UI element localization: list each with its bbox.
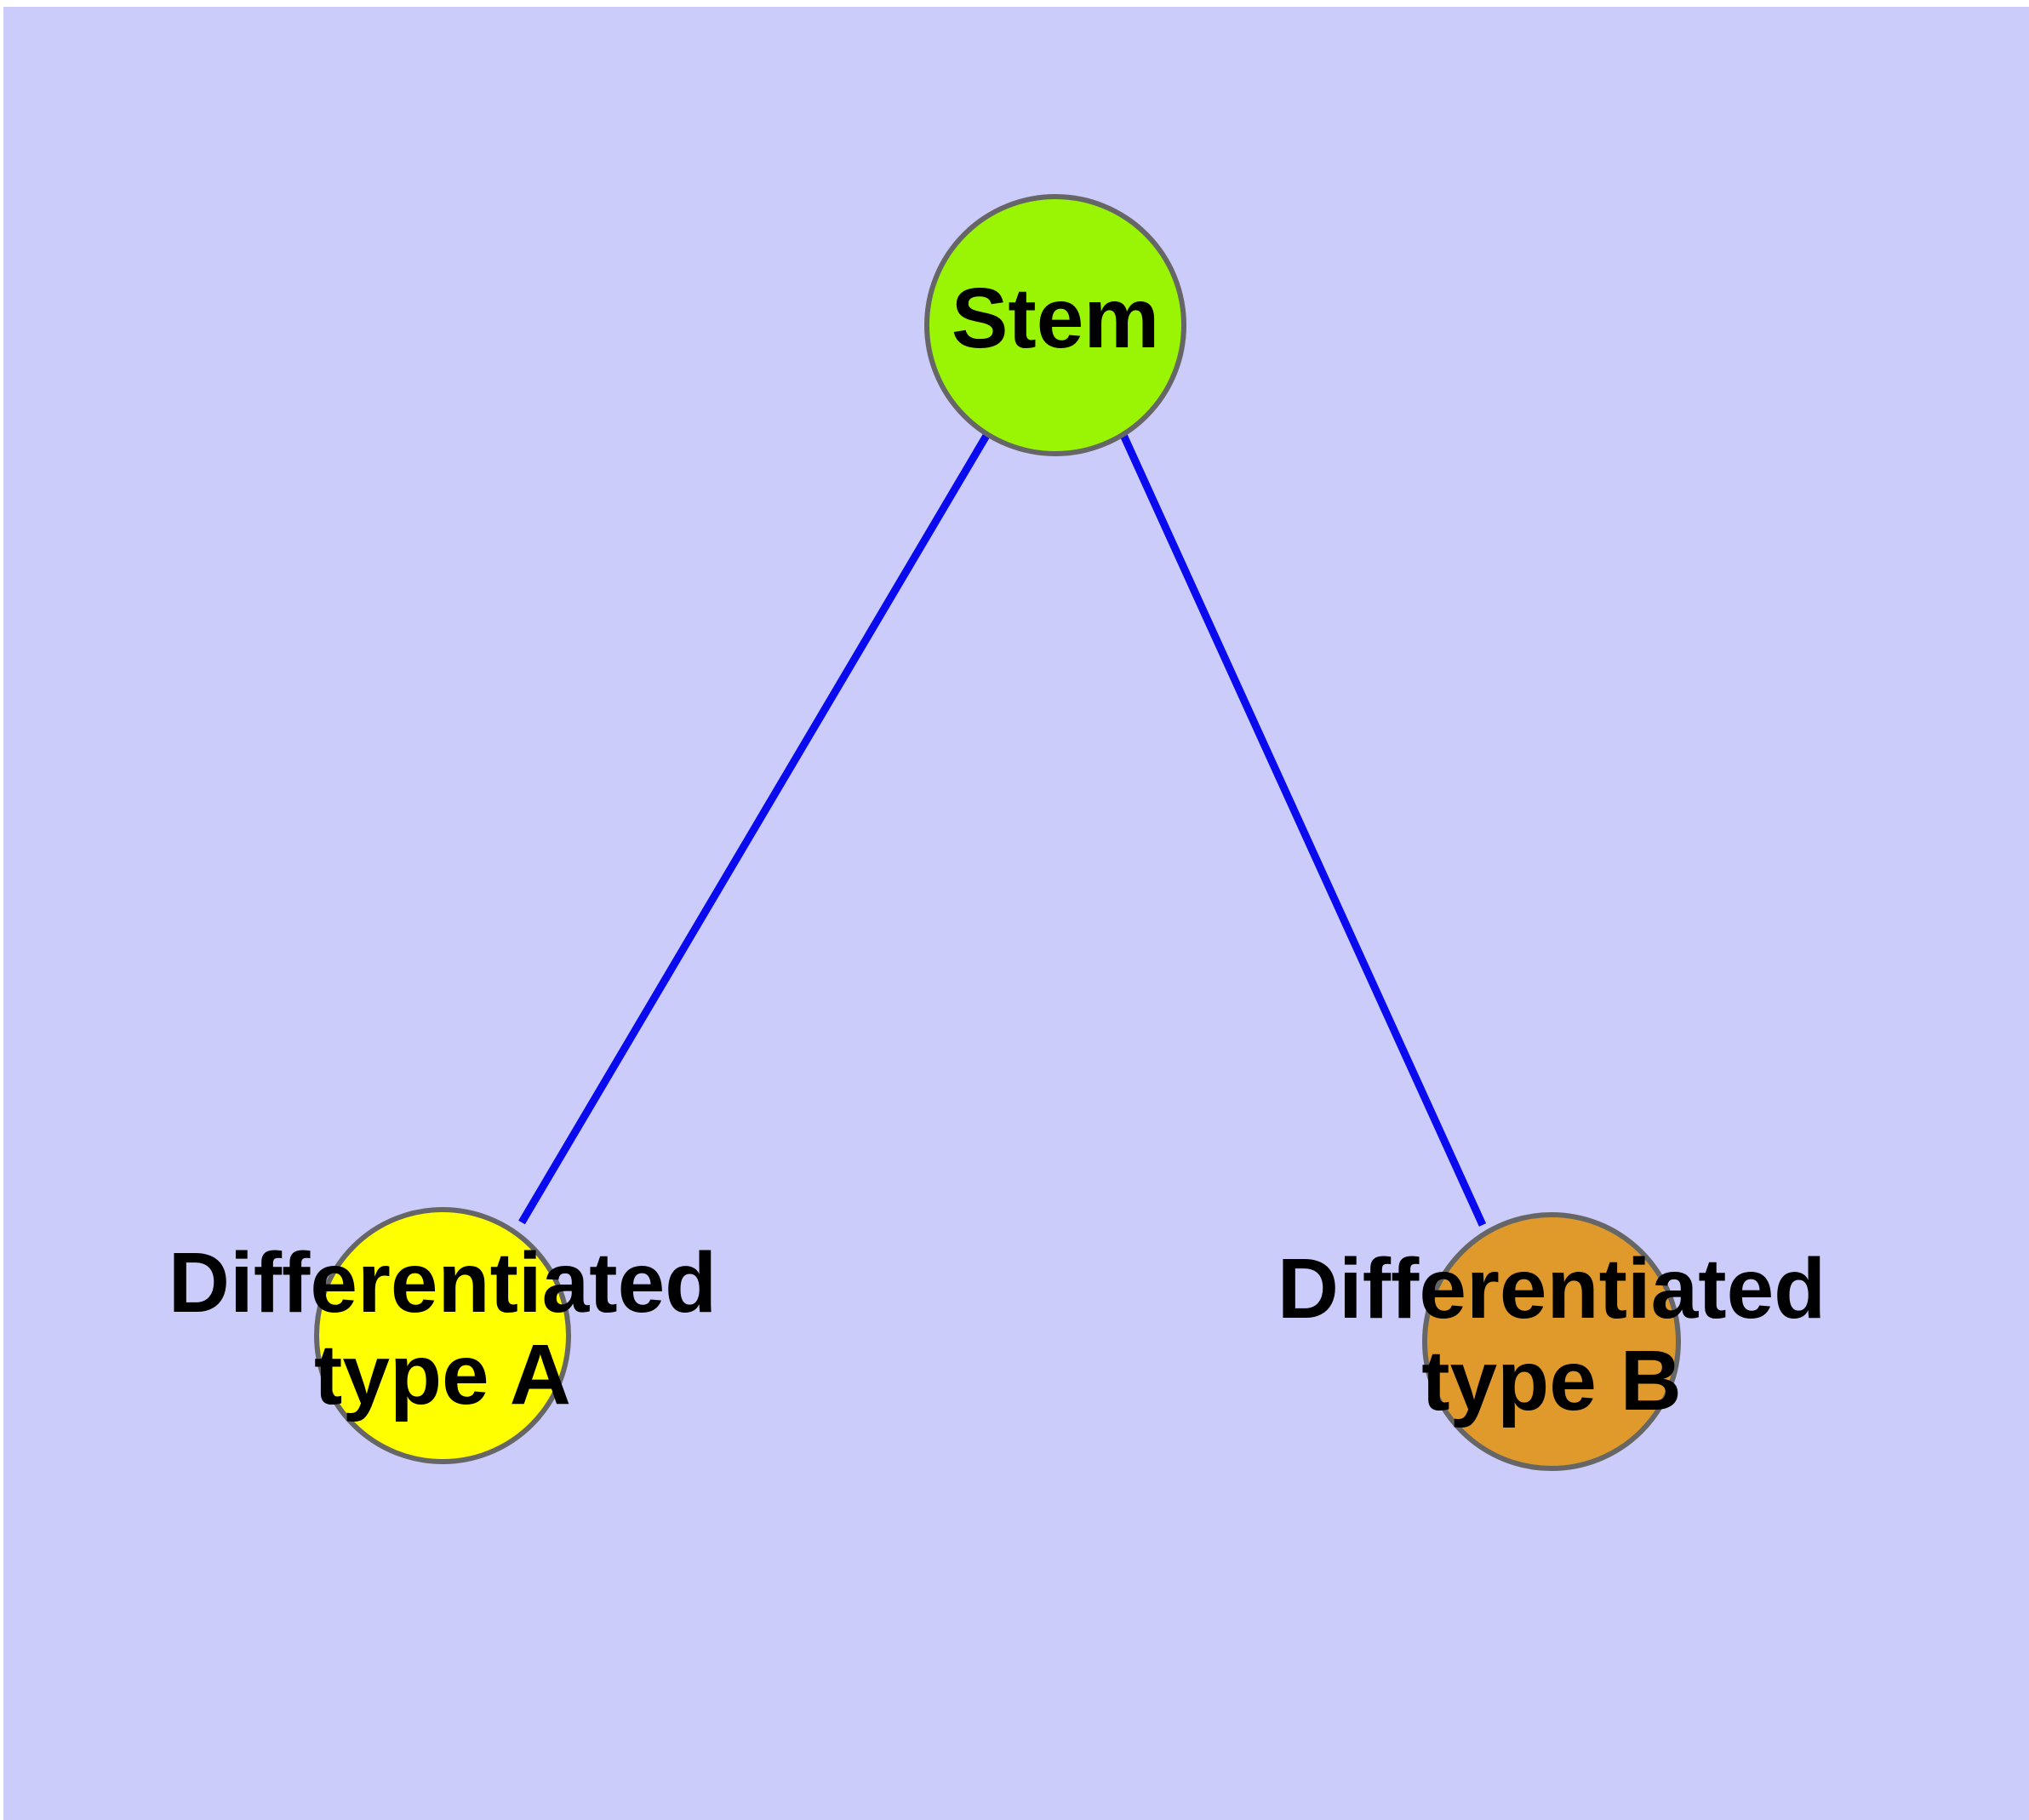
node-stem[interactable] bbox=[924, 194, 1186, 456]
nodes-group bbox=[314, 194, 1681, 1471]
node-label-line: Stem bbox=[952, 271, 1160, 366]
node-label-line: Differentiated bbox=[169, 1235, 717, 1331]
edge-stem-diff-b[interactable] bbox=[1119, 433, 1487, 1227]
edges-group bbox=[518, 432, 1487, 1227]
node-diff_b[interactable] bbox=[1422, 1212, 1681, 1471]
node-label-line: Differentiated bbox=[1277, 1241, 1826, 1336]
node-diff_a[interactable] bbox=[314, 1207, 571, 1464]
node-label-line: type A bbox=[314, 1327, 571, 1422]
edge-stem-diff-a[interactable] bbox=[518, 432, 991, 1225]
node-label-stem: Stem bbox=[952, 271, 1160, 366]
node-label-line: type B bbox=[1421, 1333, 1682, 1428]
